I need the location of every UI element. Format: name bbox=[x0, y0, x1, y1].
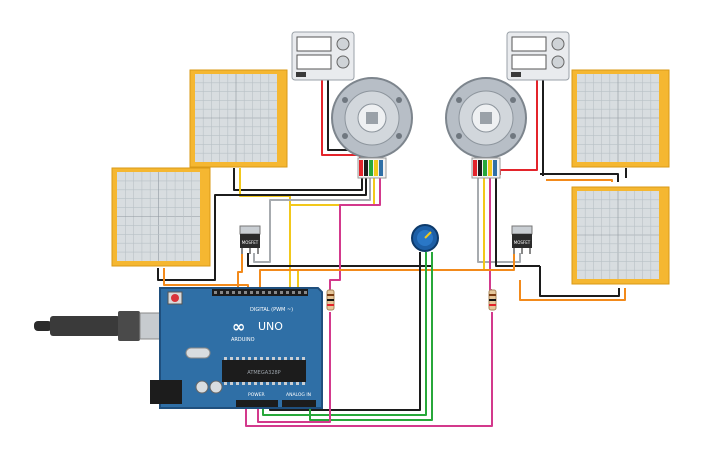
mosfet-left-label: MOSFET bbox=[242, 240, 259, 245]
header-pin bbox=[232, 291, 235, 294]
chip-pin bbox=[266, 357, 269, 360]
arduino-power-label: POWER bbox=[248, 392, 265, 398]
potentiometer bbox=[411, 224, 439, 252]
usb-cable bbox=[34, 311, 171, 341]
scope-grids bbox=[117, 74, 659, 279]
header-pin bbox=[262, 291, 265, 294]
chip-pin bbox=[302, 382, 305, 385]
power-supply-left bbox=[291, 31, 355, 81]
chip-pin bbox=[260, 357, 263, 360]
mosfet-right: MOSFET bbox=[511, 225, 533, 254]
chip-pin bbox=[242, 382, 245, 385]
chip-pin bbox=[242, 357, 245, 360]
arduino-analog-label: ANALOG IN bbox=[286, 392, 311, 398]
chip-pin bbox=[260, 382, 263, 385]
header-pin bbox=[214, 291, 217, 294]
chip-pin bbox=[266, 382, 269, 385]
wire-gray-mosfet-left bbox=[253, 178, 371, 263]
wire-orange-mosfet-right bbox=[259, 253, 515, 290]
chip-pin bbox=[254, 357, 257, 360]
oscilloscope-right bbox=[571, 186, 670, 285]
chip-pin bbox=[230, 382, 233, 385]
wire-pink-motor-left bbox=[329, 178, 381, 290]
chip-pin bbox=[248, 382, 251, 385]
wire-orange-scope-right bbox=[519, 280, 626, 301]
header-pin bbox=[304, 291, 307, 294]
wires bbox=[157, 78, 627, 427]
oscilloscope-top-right bbox=[571, 69, 670, 168]
arduino-digital-label: DIGITAL (PWM ~) bbox=[250, 307, 293, 313]
arduino-uno: DIGITAL (PWM ~) ∞ ARDUINO UNO ATMEGA328P… bbox=[150, 287, 323, 409]
oscilloscope-left bbox=[111, 167, 211, 267]
wire-black-mosfet-left bbox=[247, 253, 432, 267]
chip-pins bbox=[224, 357, 305, 385]
header-pin bbox=[238, 291, 241, 294]
header-pin bbox=[244, 291, 247, 294]
wire-pink-resistor-right bbox=[245, 312, 493, 427]
header-pin bbox=[220, 291, 223, 294]
chip-pin bbox=[290, 357, 293, 360]
arduino-chip-label: ATMEGA328P bbox=[247, 370, 280, 376]
resistor-left bbox=[326, 289, 335, 311]
digital-header-pins bbox=[214, 291, 307, 294]
chip-pin bbox=[236, 357, 239, 360]
wire-black-scope-left bbox=[157, 178, 367, 281]
wire-green-pot-b bbox=[309, 252, 433, 421]
header-pin bbox=[250, 291, 253, 294]
header-pin bbox=[286, 291, 289, 294]
chip-pin bbox=[272, 382, 275, 385]
header-pin bbox=[280, 291, 283, 294]
chip-pin bbox=[248, 357, 251, 360]
header-pin bbox=[256, 291, 259, 294]
chip-pin bbox=[296, 357, 299, 360]
power-supply-right bbox=[506, 31, 570, 81]
header-pin bbox=[226, 291, 229, 294]
arduino-logo-symbol: ∞ bbox=[232, 317, 245, 336]
chip-pin bbox=[296, 382, 299, 385]
arduino-model: UNO bbox=[258, 320, 283, 333]
chip-pin bbox=[230, 357, 233, 360]
arduino-brand: ARDUINO bbox=[231, 337, 255, 343]
wire-gray-mosfet-right bbox=[477, 178, 521, 263]
wire-orange-right-gnd bbox=[546, 179, 613, 182]
mosfet-left: MOSFET bbox=[239, 225, 261, 254]
chip-pin bbox=[284, 357, 287, 360]
motor-encoder-pins bbox=[359, 160, 497, 176]
wire-black-scope-top-left bbox=[233, 168, 363, 191]
chip-pin bbox=[224, 357, 227, 360]
chip-pin bbox=[302, 357, 305, 360]
mosfet-right-label: MOSFET bbox=[514, 240, 531, 245]
chip-pin bbox=[278, 357, 281, 360]
chip-pin bbox=[272, 357, 275, 360]
chip-pin bbox=[224, 382, 227, 385]
header-pin bbox=[274, 291, 277, 294]
chip-pin bbox=[254, 382, 257, 385]
wire-orange-mosfet-left bbox=[237, 253, 243, 290]
resistor-right bbox=[488, 289, 497, 311]
wire-black-scope-right bbox=[539, 266, 620, 297]
wire-pink-motor-right bbox=[489, 178, 492, 291]
chip-pin bbox=[236, 382, 239, 385]
dc-motor-left bbox=[331, 77, 413, 179]
header-pin bbox=[268, 291, 271, 294]
chip-pin bbox=[278, 382, 281, 385]
header-pin bbox=[292, 291, 295, 294]
wire-black-right-gnd bbox=[540, 173, 619, 182]
wire-black-motor-right bbox=[495, 178, 540, 267]
chip-pin bbox=[284, 382, 287, 385]
header-pin bbox=[298, 291, 301, 294]
oscilloscope-top-left bbox=[189, 69, 288, 168]
chip-pin bbox=[290, 382, 293, 385]
